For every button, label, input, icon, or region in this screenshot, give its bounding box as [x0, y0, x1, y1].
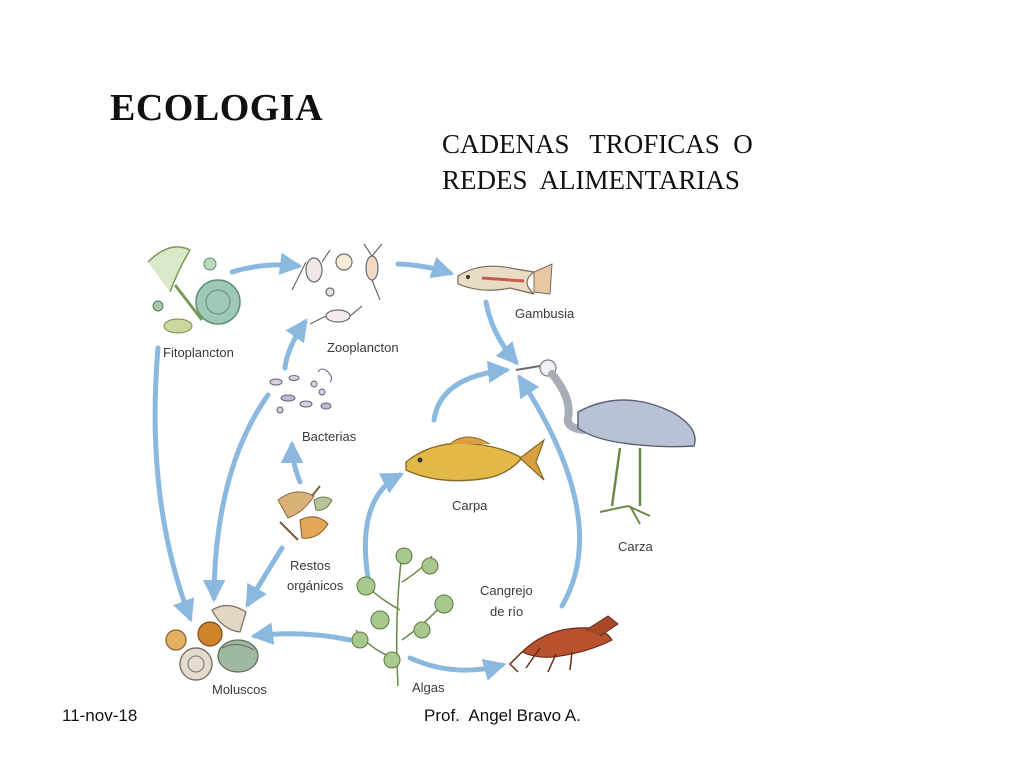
label-restos-line-2: orgánicos	[287, 578, 344, 593]
slide-title: ECOLOGIA	[110, 87, 324, 129]
gambusia-illustration	[457, 263, 553, 295]
restos-organicos-illustration	[277, 485, 333, 541]
subtitle-line-1: CADENAS TROFICAS O	[442, 129, 753, 159]
label-moluscos: Moluscos	[212, 682, 267, 697]
arrow-fitoplancton-moluscos	[152, 345, 195, 623]
arrow-algas-moluscos	[250, 622, 353, 645]
label-algas: Algas	[412, 680, 445, 695]
arrow-cangrejo-garza	[517, 374, 583, 609]
label-cangrejo-line-1: Cangrejo	[480, 583, 533, 598]
arrow-restos-bacterias	[280, 440, 304, 485]
arrow-fitoplancton-zooplancton	[229, 252, 303, 276]
arrow-restos-moluscos	[245, 545, 285, 608]
arrow-bacterias-moluscos	[202, 392, 271, 603]
footer-author: Prof. Angel Bravo A.	[424, 706, 581, 725]
label-carpa: Carpa	[452, 498, 488, 513]
algas-illustration	[351, 547, 454, 687]
arrow-zooplancton-gambusia	[395, 256, 455, 279]
arrow-gambusia-garza	[483, 299, 519, 366]
label-cangrejo-line-2: de río	[490, 604, 523, 619]
arrow-carpa-garza	[431, 360, 511, 423]
label-bacterias: Bacterias	[302, 429, 357, 444]
zooplancton-illustration	[291, 243, 383, 325]
moluscos-illustration	[165, 604, 259, 681]
garza-illustration	[515, 359, 696, 525]
subtitle-line-2: REDES ALIMENTARIAS	[442, 165, 740, 195]
arrow-bacterias-zooplancton	[282, 318, 308, 371]
slide-subtitle: CADENAS TROFICAS O REDES ALIMENTARIAS	[442, 126, 753, 198]
footer-date: 11-nov-18	[62, 706, 138, 725]
label-restos-line-1: Restos	[290, 558, 331, 573]
arrow-algas-carpa	[363, 472, 404, 581]
label-fitoplancton: Fitoplancton	[163, 345, 234, 360]
label-gambusia: Gambusia	[515, 306, 575, 321]
label-zooplancton: Zooplancton	[327, 340, 399, 355]
arrow-algas-cangrejo	[407, 655, 507, 681]
cangrejo-illustration	[508, 615, 619, 673]
label-carza: Carza	[618, 539, 653, 554]
bacterias-illustration	[269, 368, 333, 414]
fitoplancton-illustration	[147, 246, 241, 334]
carpa-illustration	[405, 436, 546, 482]
